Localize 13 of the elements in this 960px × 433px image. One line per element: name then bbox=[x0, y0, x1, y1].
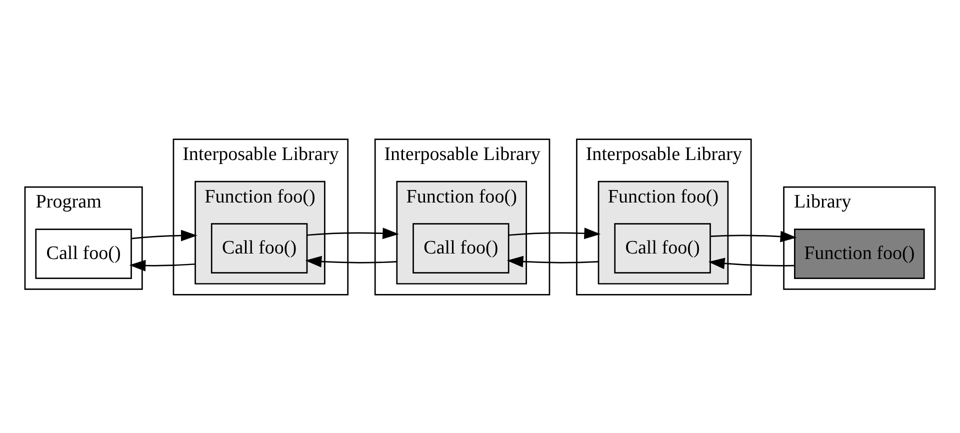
arrow bbox=[710, 230, 797, 242]
node-box: Function foo() bbox=[794, 228, 925, 278]
node-box: Call foo() bbox=[412, 222, 510, 274]
node-box: Call foo() bbox=[614, 222, 711, 274]
arrow bbox=[506, 255, 599, 267]
arrow bbox=[508, 227, 601, 239]
arrow bbox=[131, 229, 198, 241]
arrow bbox=[708, 257, 795, 269]
node-box: Call foo() bbox=[35, 228, 132, 278]
arrow bbox=[307, 227, 399, 239]
arrow bbox=[305, 255, 397, 267]
arrow bbox=[129, 259, 196, 271]
node-box: Call foo() bbox=[210, 222, 308, 274]
